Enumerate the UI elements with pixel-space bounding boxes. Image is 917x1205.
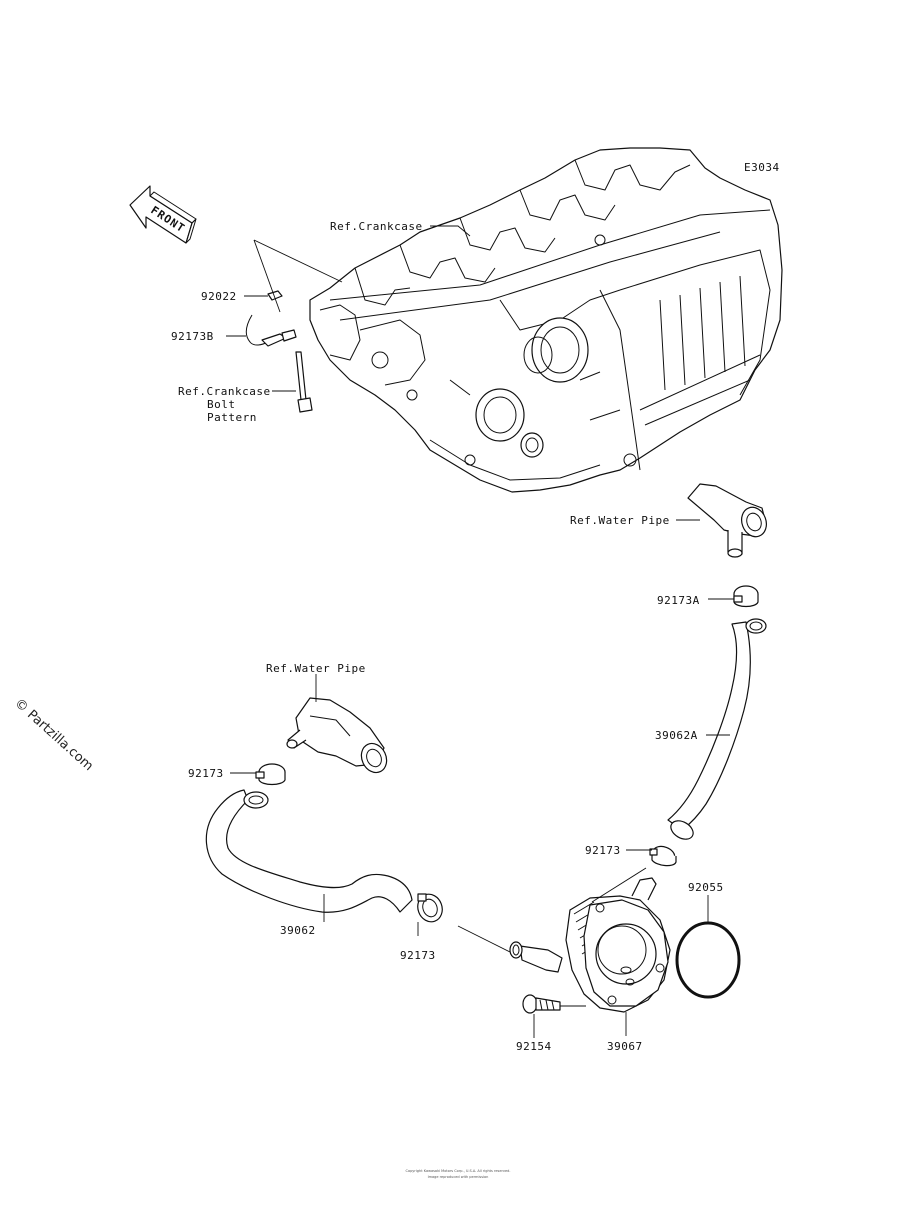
label-39062a: 39062A — [655, 729, 698, 742]
label-92173-mid-right: 92173 — [585, 844, 621, 857]
label-ref-water-pipe-left: Ref.Water Pipe — [266, 662, 366, 675]
label-92173b: 92173B — [171, 330, 214, 343]
water-pipe-right — [687, 483, 767, 558]
label-ref-crankcase: Ref.Crankcase — [330, 220, 423, 233]
clip-92022 — [267, 290, 283, 301]
label-92173-left: 92173 — [188, 767, 224, 780]
front-arrow-icon: FRONT — [129, 185, 197, 244]
hose-39062 — [205, 789, 413, 913]
hose-39062a — [667, 618, 767, 840]
clamp-92173-left — [255, 763, 286, 786]
footer-line-2: Image reproduced with permission — [428, 1175, 489, 1179]
label-ref-crankcase-bolt-line1: Ref.Crankcase — [178, 385, 271, 398]
label-92173a: 92173A — [657, 594, 700, 607]
clamp-92173a — [733, 585, 759, 608]
clamp-92173b — [245, 314, 297, 347]
clamp-92173-bottom — [417, 893, 443, 923]
leader-lines — [226, 225, 734, 1038]
label-39067: 39067 — [607, 1040, 643, 1053]
bolt-92154 — [522, 994, 561, 1014]
label-ref-crankcase-bolt-line2: Bolt — [207, 398, 236, 411]
footer-line-1: Copyright Kawasaki Motors Corp., U.S.A. … — [406, 1169, 511, 1173]
oil-cooler-39067 — [509, 877, 671, 1013]
label-92154: 92154 — [516, 1040, 552, 1053]
watermark: © Partzilla.com — [11, 696, 96, 774]
label-39062: 39062 — [280, 924, 316, 937]
diagram-code: E3034 — [744, 161, 780, 174]
crankcase-bolt — [295, 351, 313, 413]
o-ring-92055 — [675, 921, 741, 999]
label-92022: 92022 — [201, 290, 237, 303]
crankcase-drawing — [309, 147, 783, 493]
label-92173-bottom: 92173 — [400, 949, 436, 962]
label-ref-crankcase-bolt-line3: Pattern — [207, 411, 257, 424]
label-92055: 92055 — [688, 881, 724, 894]
label-ref-water-pipe-right: Ref.Water Pipe — [570, 514, 670, 527]
clamp-92173-mid-right — [649, 845, 677, 867]
water-pipe-left — [286, 697, 388, 774]
